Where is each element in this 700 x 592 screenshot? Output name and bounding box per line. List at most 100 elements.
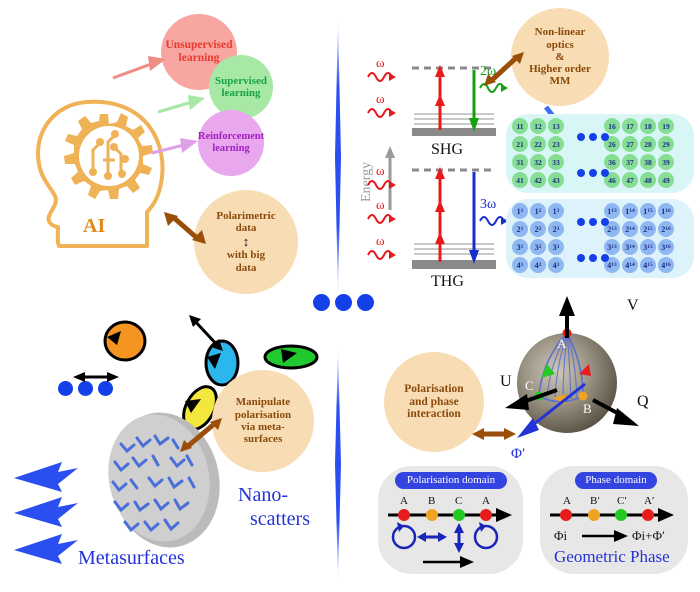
- nonlinear-line2: optics: [546, 38, 574, 51]
- bubble-polarimetric-data[interactable]: Polarimetric data ↕ with big data: [194, 190, 298, 294]
- matrix-cell-17[interactable]: 17: [622, 118, 638, 134]
- nano-scatters-label: Nano- scatters: [238, 483, 310, 531]
- matrix-cell-12[interactable]: 12: [530, 118, 546, 134]
- matrix-cell-26[interactable]: 26: [604, 136, 620, 152]
- pol-point-B: [426, 509, 438, 521]
- matrix-cell-21[interactable]: 21: [512, 136, 528, 152]
- matrix-cell-36[interactable]: 36: [604, 154, 620, 170]
- arrow-interaction-to-sphere: [472, 428, 516, 440]
- metasurfaces-label: Metasurfaces: [78, 547, 185, 569]
- matrix-cell-41[interactable]: 41: [512, 172, 528, 188]
- matrix-cell-27[interactable]: 27: [622, 136, 638, 152]
- bubble-manipulate-polarisation[interactable]: Manipulate polarisation via meta- surfac…: [212, 370, 314, 472]
- bubble-supervised-line2: learning: [221, 87, 261, 99]
- shg-2omega-label: 2ω: [480, 64, 496, 79]
- matrix-cell-13[interactable]: 13: [548, 118, 564, 134]
- bubble-polarisation-phase-interaction[interactable]: Polarisation and phase interaction: [384, 352, 484, 452]
- matrix-cell-16[interactable]: 16: [604, 118, 620, 134]
- bubble-nonlinear-optics[interactable]: Non-linear optics & Higher order MM: [511, 8, 609, 106]
- matrix-cell-18[interactable]: 18: [640, 118, 656, 134]
- phase-point-Cp: [615, 509, 627, 521]
- matrix-cell-28[interactable]: 28: [640, 136, 656, 152]
- bubble-supervised-learning[interactable]: Supervised learning: [209, 55, 273, 119]
- shg-omega-1: ω: [376, 55, 385, 70]
- matrix-cell-43[interactable]: 43: [548, 172, 564, 188]
- matrix-cell-23[interactable]: 23: [548, 136, 564, 152]
- matrix-cell-48[interactable]: 48: [640, 172, 656, 188]
- metasurface-disc: [108, 412, 220, 548]
- manipulate-line4: surfaces: [243, 433, 283, 446]
- matrix-cell-46[interactable]: 46: [604, 172, 620, 188]
- matrix-cell-39[interactable]: 39: [658, 154, 674, 170]
- matrix-cell-31[interactable]: 31: [512, 154, 528, 170]
- bubble-unsupervised-line2: learning: [178, 52, 220, 64]
- poincare-axis-label-phi: Φ′: [511, 446, 525, 462]
- poincare-axis-label-Q: Q: [637, 393, 649, 410]
- matrix-cell-47[interactable]: 47: [622, 172, 638, 188]
- matrix-cell-19[interactable]: 19: [658, 118, 674, 134]
- matrix-cell-29[interactable]: 29: [658, 136, 674, 152]
- matrix-cell-32[interactable]: 32: [530, 154, 546, 170]
- poincare-axis-phi-prime: [517, 382, 586, 438]
- polarimetric-line2: data: [235, 222, 257, 235]
- matrix-cell-33[interactable]: 33: [548, 154, 564, 170]
- mueller-matrix-row-ellipsis-top: [577, 133, 609, 141]
- matrix-cell-11[interactable]: 11: [512, 118, 528, 134]
- polarisation-progress-arrow: [423, 556, 474, 568]
- matrix-cell-22[interactable]: 22: [530, 136, 546, 152]
- interaction-line1: Polarisation: [404, 382, 464, 395]
- energy-axis-label: Energy: [359, 162, 374, 202]
- phase-label-Cp: C′: [617, 495, 627, 507]
- thg-emission-photon: 3ω: [479, 197, 508, 226]
- manipulate-line3: via meta-: [241, 421, 285, 433]
- phase-initial-label: Φi: [554, 528, 568, 543]
- polarimetric-vert-arrow-glyph: ↕: [242, 233, 250, 249]
- bubble-reinforcement-learning[interactable]: Reinforcement learning: [198, 110, 264, 176]
- interaction-line2: and phase: [409, 395, 459, 408]
- matrix-cell-42[interactable]: 42: [530, 172, 546, 188]
- phase-point-Bp: [588, 509, 600, 521]
- matrix-cell-37[interactable]: 37: [622, 154, 638, 170]
- matrix-cell-38[interactable]: 38: [640, 154, 656, 170]
- matrix-cell-49[interactable]: 49: [658, 172, 674, 188]
